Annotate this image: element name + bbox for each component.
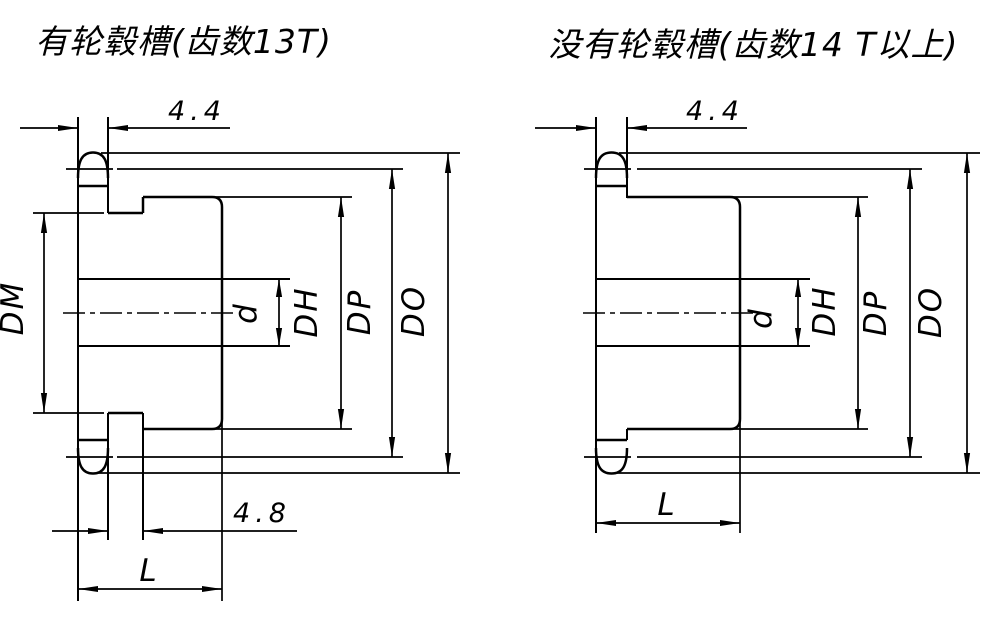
right-dim-bore-diameter: d	[743, 279, 802, 346]
arrowhead	[40, 393, 48, 413]
right-dim-pitch-diameter: DP	[584, 168, 922, 458]
arrowhead	[337, 409, 345, 429]
right-title: 没有轮毂槽(齿数14 T以上)	[548, 25, 958, 64]
arrowhead	[963, 453, 971, 473]
left-title: 有轮毂槽(齿数13T)	[35, 22, 332, 61]
arrowhead	[275, 279, 283, 297]
label-tooth-width: 4.4	[168, 96, 226, 127]
label-length: L	[657, 487, 676, 523]
tooth-profile-bottom	[76, 447, 110, 475]
right-drawing: 没有轮毂槽(齿数14 T以上) 4.4	[535, 25, 980, 533]
label-tooth-width: 4.4	[686, 96, 744, 127]
label-hub-diameter: DH	[807, 285, 843, 336]
label-bore-diameter: d	[743, 307, 779, 329]
label-outer-diameter: DO	[913, 286, 949, 338]
arrowhead	[906, 437, 914, 457]
arrowhead	[596, 520, 616, 526]
left-dim-outer-diameter: DO	[96, 152, 460, 474]
left-part-geometry	[63, 117, 290, 601]
left-dim-bore-diameter: d	[228, 279, 283, 346]
arrowhead	[337, 197, 345, 217]
label-boss-diameter: DM	[0, 281, 31, 336]
arrowhead	[794, 279, 802, 297]
arrowhead	[854, 409, 862, 429]
arrowhead	[388, 437, 396, 457]
arrowhead	[627, 125, 647, 131]
arrowhead	[794, 328, 802, 346]
left-dim-hub-diameter: DH	[212, 196, 352, 430]
label-hub-diameter: DH	[289, 286, 325, 337]
tooth-profile-top	[76, 151, 110, 179]
label-length: L	[139, 553, 158, 589]
arrowhead	[720, 520, 740, 526]
right-dim-length: L	[596, 487, 740, 526]
arrowhead	[275, 328, 283, 346]
arrowhead	[906, 169, 914, 189]
arrowhead	[854, 197, 862, 217]
arrowhead	[88, 528, 108, 534]
tooth-profile-top	[594, 151, 629, 179]
left-dim-groove-width: 4.8	[52, 498, 297, 534]
arrowhead	[202, 586, 222, 592]
right-dim-tooth-width: 4.4	[535, 96, 747, 131]
arrowhead	[143, 528, 163, 534]
right-dim-hub-diameter: DH	[730, 196, 868, 430]
arrowhead	[444, 453, 452, 473]
arrowhead	[963, 153, 971, 173]
arrowhead	[108, 125, 128, 131]
left-dim-length: L	[78, 553, 222, 592]
arrowhead	[78, 586, 98, 592]
left-drawing: 有轮毂槽(齿数13T) 4.4	[0, 22, 460, 601]
left-dim-pitch-diameter: DP	[66, 168, 403, 458]
arrowhead	[576, 125, 596, 131]
left-dim-tooth-width: 4.4	[20, 96, 230, 131]
label-groove-width: 4.8	[233, 498, 291, 529]
label-bore-diameter: d	[228, 302, 264, 324]
tooth-profile-bottom	[594, 447, 629, 475]
right-dim-outer-diameter: DO	[614, 152, 980, 474]
label-outer-diameter: DO	[396, 285, 432, 337]
arrowhead	[58, 125, 78, 131]
arrowhead	[40, 213, 48, 233]
arrowhead	[388, 169, 396, 189]
left-dim-boss-diameter: DM	[0, 212, 104, 414]
label-pitch-diameter: DP	[342, 289, 378, 336]
arrowhead	[444, 153, 452, 173]
label-pitch-diameter: DP	[858, 290, 894, 337]
